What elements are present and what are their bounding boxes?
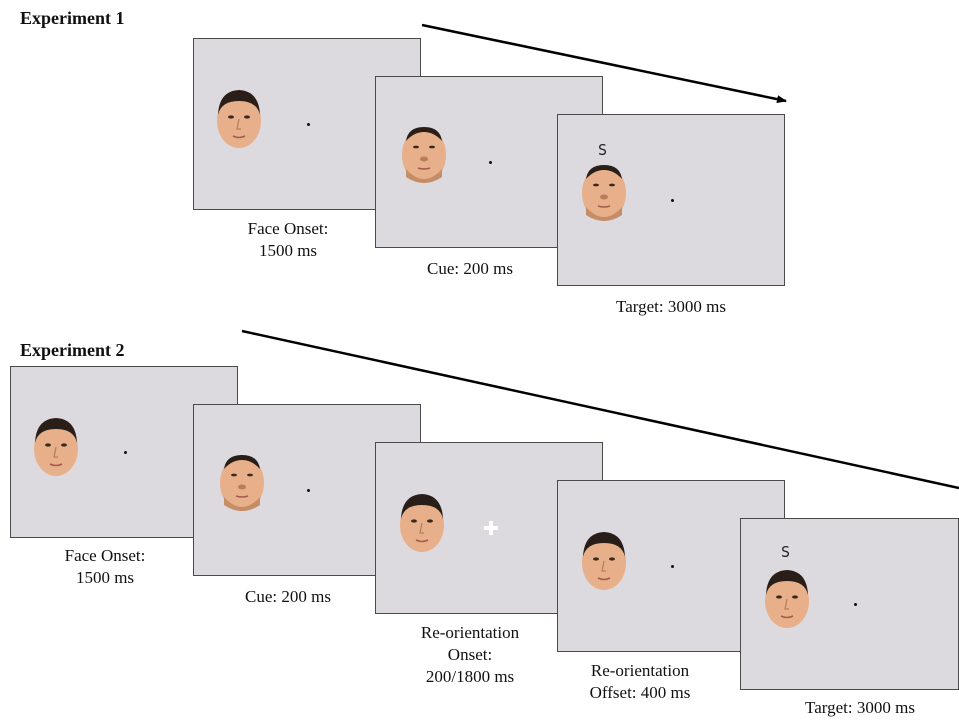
exp2-target-caption: Target: 3000 ms xyxy=(770,697,950,719)
fixation-dot xyxy=(671,199,674,202)
fixation-cross xyxy=(484,521,498,535)
exp1-face-onset-caption: Face Onset: 1500 ms xyxy=(193,218,383,262)
caption-line: Target: 3000 ms xyxy=(805,698,915,717)
caption-line: Re-orientation xyxy=(420,623,520,642)
exp2-reorientation-onset-caption: Re-orientation Onset: 200/1800 ms xyxy=(375,622,565,687)
exp1-target-screen: S xyxy=(557,114,785,286)
fixation-dot xyxy=(489,161,492,164)
fixation-dot xyxy=(854,603,857,606)
caption-line: 1500 ms xyxy=(75,567,135,587)
direct-face-icon xyxy=(400,494,444,552)
exp1-target-caption: Target: 3000 ms xyxy=(557,296,785,318)
direct-face-icon xyxy=(582,532,626,590)
experiment-2-title: Experiment 2 xyxy=(20,340,125,360)
caption-line: Target: 3000 ms xyxy=(616,297,726,316)
caption-line: Cue: 200 ms xyxy=(427,259,513,278)
fixation-dot xyxy=(124,451,127,454)
exp2-face-onset-caption: Face Onset: 1500 ms xyxy=(10,545,200,589)
target-letter: S xyxy=(781,543,791,561)
caption-line: 200/1800 ms xyxy=(425,666,515,686)
caption-line: 1500 ms xyxy=(258,240,318,260)
experiment-1-title: Experiment 1 xyxy=(20,8,125,28)
head-tilted-up-face-icon xyxy=(582,165,626,221)
head-tilted-up-face-icon xyxy=(220,455,264,511)
fixation-dot xyxy=(307,123,310,126)
direct-face-icon xyxy=(34,418,78,476)
caption-line: Onset: xyxy=(447,644,493,664)
caption-line: Face Onset: xyxy=(64,546,146,565)
caption-line: Face Onset: xyxy=(247,219,329,238)
direct-face-icon xyxy=(217,90,261,148)
exp1-cue-caption: Cue: 200 ms xyxy=(375,258,565,280)
caption-line: Cue: 200 ms xyxy=(245,587,331,606)
head-tilted-up-face-icon xyxy=(402,127,446,183)
exp2-target-screen: S xyxy=(740,518,959,690)
caption-line: Offset: 400 ms xyxy=(589,682,691,702)
exp2-cue-caption: Cue: 200 ms xyxy=(193,586,383,608)
target-letter: S xyxy=(598,141,608,159)
direct-face-icon xyxy=(765,570,809,628)
caption-line: Re-orientation xyxy=(590,661,690,680)
exp2-reorientation-offset-caption: Re-orientation Offset: 400 ms xyxy=(545,660,735,704)
fixation-dot xyxy=(671,565,674,568)
fixation-dot xyxy=(307,489,310,492)
